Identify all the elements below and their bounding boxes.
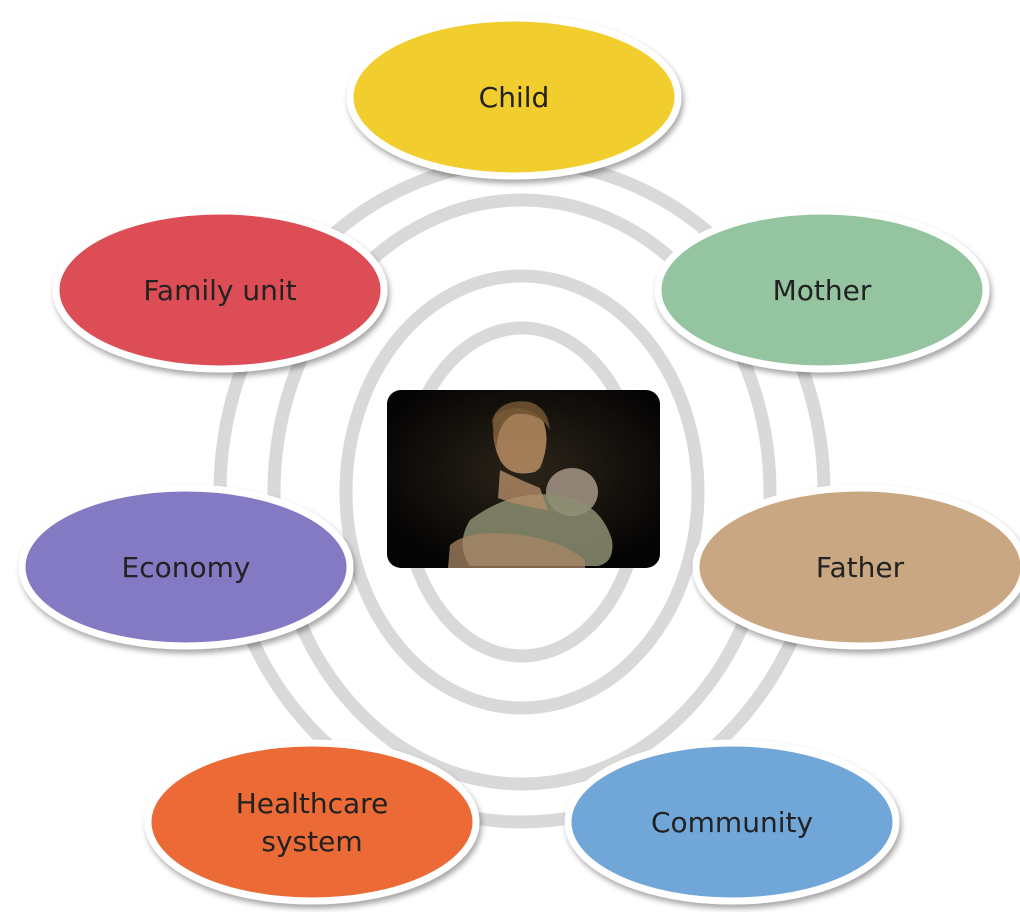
node-community-ellipse <box>564 739 900 905</box>
node-healthcare-system-ellipse <box>144 739 480 905</box>
node-healthcare-system-label: Healthcare <box>236 787 389 820</box>
node-economy-label: Economy <box>122 551 251 584</box>
center-photo <box>387 390 660 568</box>
node-child: Child <box>346 14 682 180</box>
node-community-label: Community <box>651 806 813 839</box>
node-child-label: Child <box>479 81 550 114</box>
node-child-ellipse <box>346 14 682 180</box>
node-family-unit: Family unit <box>52 207 388 373</box>
node-father: Father <box>692 484 1020 650</box>
node-economy: Economy <box>18 484 354 650</box>
node-family-unit-ellipse <box>52 207 388 373</box>
node-healthcare-system: Healthcare system <box>144 739 480 905</box>
node-mother: Mother <box>654 207 990 373</box>
node-father-label: Father <box>816 551 905 584</box>
node-father-ellipse <box>692 484 1020 650</box>
node-community: Community <box>564 739 900 905</box>
node-mother-label: Mother <box>773 274 872 307</box>
node-mother-ellipse <box>654 207 990 373</box>
node-family-unit-label: Family unit <box>143 274 296 307</box>
node-economy-ellipse <box>18 484 354 650</box>
ring-3 <box>339 269 705 715</box>
node-healthcare-system-label: system <box>261 825 362 858</box>
ring-2 <box>267 193 777 791</box>
